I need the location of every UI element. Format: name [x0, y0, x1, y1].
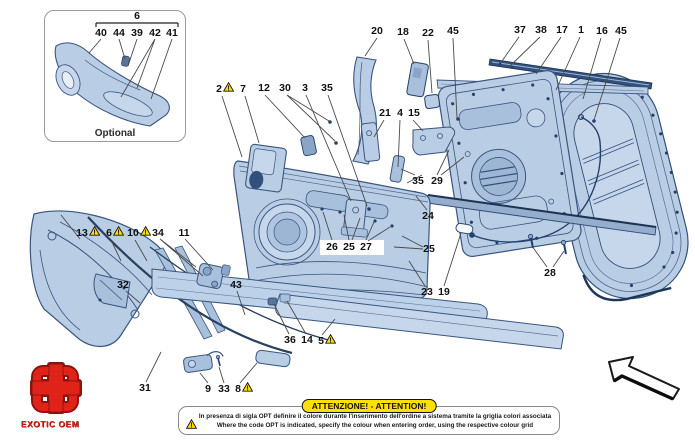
- lower-latch: [183, 351, 224, 373]
- optional-inset-part: [54, 22, 179, 127]
- tweeter-bracket: [245, 143, 287, 193]
- callout-35: 35: [321, 81, 333, 94]
- label-chip: [320, 240, 384, 255]
- attention-banner: ATTENZIONE! - ATTENTION! ! In presenza d…: [178, 399, 560, 435]
- callout-17: 17: [556, 23, 568, 36]
- svg-text:!: !: [227, 84, 229, 93]
- banner-text: In presenza di sigla OPT definire il col…: [197, 413, 553, 430]
- warning-triangle-icon: !: [222, 81, 235, 95]
- warning-triangle-icon: !: [324, 333, 337, 347]
- clip-22: [424, 93, 441, 110]
- callout-30: 30: [279, 81, 291, 94]
- callout-25: 25: [423, 242, 435, 255]
- callout-1: 1: [578, 23, 584, 36]
- clip-12: [300, 135, 317, 157]
- outer-sill-molding: [275, 293, 564, 350]
- logo-knot-icon: [30, 362, 82, 414]
- optional-inset-panel: Optional: [44, 10, 186, 142]
- svg-text:!: !: [93, 228, 95, 237]
- callout-39: 39: [131, 26, 143, 39]
- banner-line-italian: In presenza di sigla OPT definire il col…: [198, 413, 552, 420]
- callout-7: 7: [240, 82, 246, 95]
- warning-triangle-icon: !: [88, 225, 101, 239]
- callout-35: 35: [412, 174, 424, 187]
- callout-32: 32: [117, 278, 129, 291]
- callout-22: 22: [422, 26, 434, 39]
- svg-text:!: !: [144, 228, 146, 237]
- callout-19: 19: [438, 285, 450, 298]
- callout-33: 33: [218, 382, 230, 395]
- optional-caption: Optional: [94, 128, 136, 139]
- callout-4: 4: [397, 106, 403, 119]
- bracket-15: [412, 126, 456, 156]
- latch-assembly: [196, 263, 231, 290]
- callout-28: 28: [544, 266, 556, 279]
- callout-6: 6!: [106, 225, 125, 239]
- attention-title: ATTENZIONE! - ATTENTION!: [301, 399, 437, 413]
- callout-23: 23: [421, 285, 433, 298]
- callout-12: 12: [258, 81, 270, 94]
- bracket-3: [340, 198, 368, 238]
- callout-18: 18: [397, 25, 409, 38]
- callout-3: 3: [302, 81, 308, 94]
- svg-text:!: !: [117, 228, 119, 237]
- callout-5: 5!: [318, 333, 337, 347]
- svg-text:!: !: [190, 420, 192, 429]
- group-bracket-6: [95, 22, 179, 27]
- callout-11: 11: [178, 226, 190, 239]
- small-parts: [93, 56, 456, 373]
- screw-33: [215, 354, 221, 367]
- callout-13: 13!: [76, 225, 101, 239]
- exotic-oem-logo: EXOTIC OEM: [10, 360, 92, 436]
- callout-10: 10!: [127, 225, 152, 239]
- callout-31: 31: [139, 381, 151, 394]
- callout-43: 43: [230, 278, 242, 291]
- callout-41: 41: [166, 26, 178, 39]
- belt-molding-strip: [488, 58, 653, 90]
- callout-26: 26: [326, 240, 338, 253]
- callout-15: 15: [408, 106, 420, 119]
- callout-44: 44: [113, 26, 125, 39]
- callout-24: 24: [422, 209, 434, 222]
- callout-21: 21: [379, 106, 391, 119]
- screw-28b: [560, 239, 567, 255]
- logo-text: EXOTIC OEM: [20, 419, 80, 429]
- callout-45: 45: [615, 24, 627, 37]
- warning-triangle-icon: !: [241, 381, 254, 395]
- warning-triangle-icon: !: [139, 225, 152, 239]
- svg-text:!: !: [246, 384, 248, 393]
- callout-42: 42: [149, 26, 161, 39]
- callout-34: 34: [152, 226, 164, 239]
- callout-36: 36: [284, 333, 296, 346]
- clip-45a: [456, 117, 460, 121]
- callout-9: 9: [205, 382, 211, 395]
- callout-37: 37: [514, 23, 526, 36]
- warning-triangle-icon: !: [185, 416, 198, 434]
- callout-25: 25: [343, 240, 355, 253]
- callout-29: 29: [431, 174, 443, 187]
- callout-38: 38: [535, 23, 547, 36]
- bracket-21: [360, 122, 381, 162]
- svg-text:!: !: [329, 336, 331, 345]
- callout-14: 14: [301, 333, 313, 346]
- mirror-bracket: [93, 273, 131, 309]
- clip-45b: [592, 119, 596, 123]
- callout-8: 8!: [235, 381, 254, 395]
- callout-45: 45: [447, 24, 459, 37]
- direction-arrow-icon: [608, 356, 680, 401]
- armrest-end-piece: [255, 349, 291, 368]
- banner-line-english: Where the code OPT is indicated, specify…: [216, 421, 534, 429]
- callout-40: 40: [95, 26, 107, 39]
- callout-20: 20: [371, 24, 383, 37]
- leader-lines: [60, 36, 621, 384]
- callout-2: 2!: [216, 81, 235, 95]
- warning-triangle-icon: !: [112, 225, 125, 239]
- wiring-harness: [469, 113, 602, 243]
- callout-6: 6: [134, 9, 140, 22]
- callout-16: 16: [596, 24, 608, 37]
- bracket-18: [406, 61, 429, 98]
- callout-27: 27: [360, 240, 372, 253]
